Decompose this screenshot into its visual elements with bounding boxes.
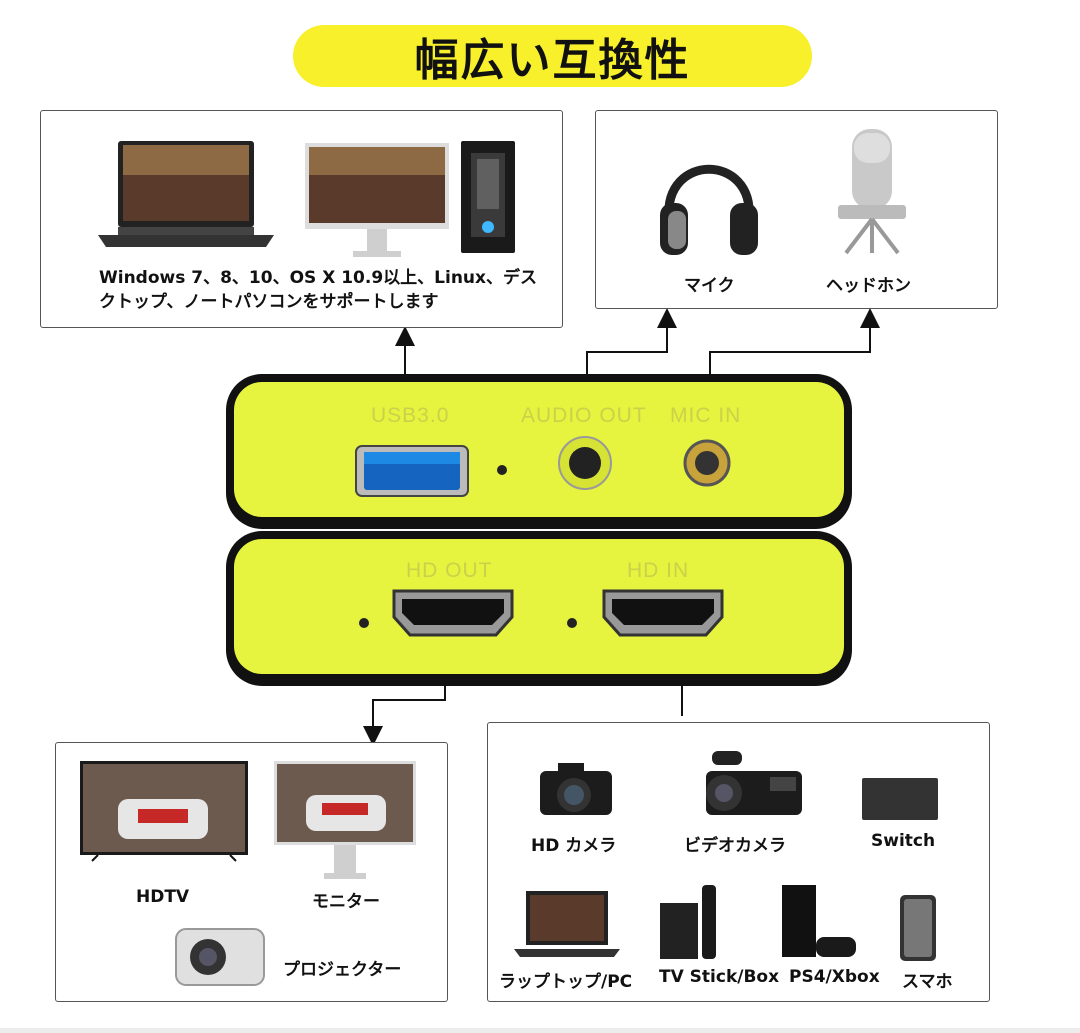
dslr-camera-icon bbox=[540, 763, 612, 815]
smartphone-icon bbox=[900, 895, 936, 961]
desktop-tower-icon bbox=[461, 141, 515, 253]
hd-out-port-label: HD OUT bbox=[406, 559, 493, 582]
hd-in-port-label: HD IN bbox=[627, 559, 690, 582]
usb-port-icon bbox=[355, 445, 469, 497]
arrow-to-headphones bbox=[586, 308, 677, 375]
inputs-panel: HD カメラ ビデオカメラ Switch ラップトップ/PC TV Stick/… bbox=[487, 722, 990, 1002]
led-dot-icon bbox=[497, 465, 507, 475]
led-dot-icon bbox=[359, 618, 369, 628]
device-top: USB3.0 AUDIO OUT MIC IN bbox=[226, 374, 852, 529]
audio-right-label: ヘッドホン bbox=[826, 276, 911, 296]
monitor-display-icon bbox=[274, 761, 416, 879]
led-dot-icon bbox=[567, 618, 577, 628]
monitor-icon bbox=[305, 143, 449, 257]
laptop-pc-label: ラップトップ/PC bbox=[499, 972, 633, 992]
device-top-face: USB3.0 AUDIO OUT MIC IN bbox=[234, 382, 844, 517]
hdmi-out-port-icon bbox=[392, 589, 514, 637]
smartphone-label: スマホ bbox=[902, 972, 953, 992]
title-banner: 幅広い互換性 bbox=[293, 25, 812, 87]
computers-panel: Windows 7、8、10、OS X 10.9以上、Linux、デス クトップ… bbox=[40, 110, 563, 328]
ps4-console-icon bbox=[782, 885, 856, 957]
computers-description-line2: クトップ、ノートパソコンをサポートします bbox=[99, 292, 439, 312]
outputs-panel: HDTV モニター プロジェクター bbox=[55, 742, 448, 1002]
tv-stick-icon bbox=[660, 885, 716, 959]
arrow-to-microphone bbox=[709, 308, 880, 380]
audio-left-label: マイク bbox=[684, 276, 735, 296]
projector-label: プロジェクター bbox=[283, 960, 402, 980]
video-camera-icon bbox=[706, 751, 802, 815]
microphone-icon bbox=[838, 129, 906, 255]
monitor-label: モニター bbox=[312, 892, 380, 912]
video-camera-label: ビデオカメラ bbox=[684, 836, 786, 856]
device-bottom: HD OUT HD IN bbox=[226, 531, 852, 686]
switch-label: Switch bbox=[871, 831, 936, 851]
hdtv-icon bbox=[80, 761, 248, 862]
hdtv-label: HDTV bbox=[136, 887, 190, 907]
headphones-icon bbox=[660, 164, 758, 255]
device-bottom-face: HD OUT HD IN bbox=[234, 539, 844, 674]
hdmi-in-port-icon bbox=[602, 589, 724, 637]
laptop-pc-icon bbox=[514, 891, 620, 957]
hd-camera-label: HD カメラ bbox=[531, 836, 617, 856]
arrow-to-displays bbox=[363, 685, 446, 746]
projector-icon bbox=[175, 928, 265, 986]
audio-out-jack-icon bbox=[558, 436, 612, 490]
laptop-icon bbox=[98, 141, 274, 247]
mic-in-jack-icon bbox=[683, 439, 731, 487]
usb-port-label: USB3.0 bbox=[371, 404, 450, 427]
switch-console-icon bbox=[862, 778, 938, 820]
audio-out-port-label: AUDIO OUT bbox=[521, 404, 647, 427]
computers-description-line1: Windows 7、8、10、OS X 10.9以上、Linux、デス bbox=[99, 268, 537, 288]
footer-divider bbox=[0, 1028, 1080, 1033]
ps4-label: PS4/Xbox bbox=[789, 967, 880, 987]
mic-in-port-label: MIC IN bbox=[670, 404, 742, 427]
tv-stick-label: TV Stick/Box bbox=[659, 967, 780, 987]
audio-panel: マイク ヘッドホン bbox=[595, 110, 998, 309]
banner-title: 幅広い互換性 bbox=[414, 35, 691, 86]
